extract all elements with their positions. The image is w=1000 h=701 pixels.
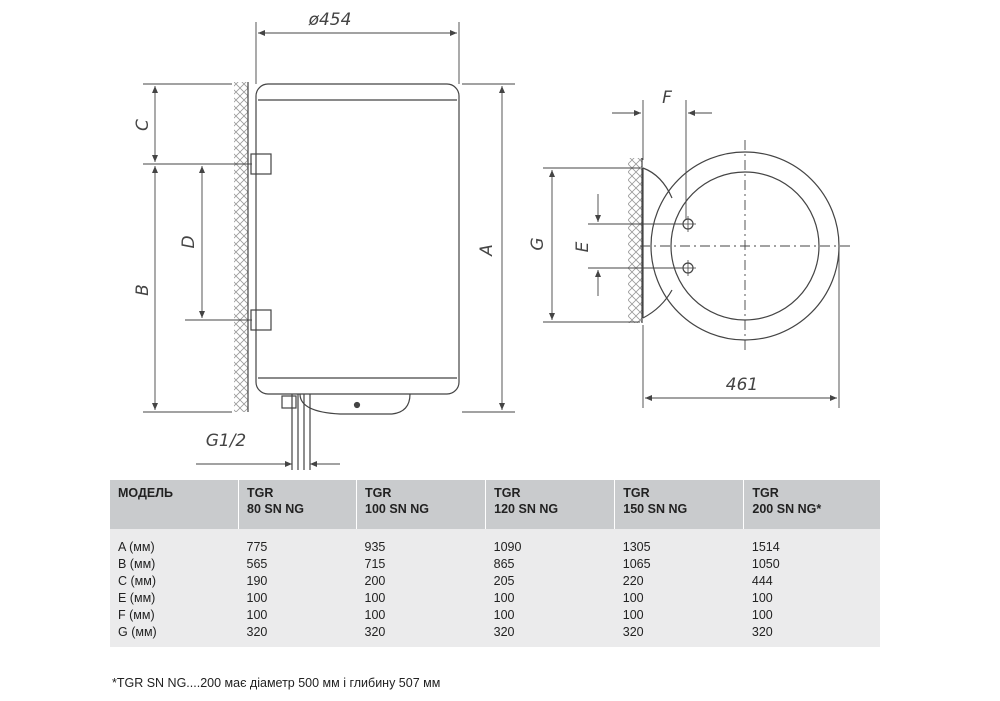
tank-body xyxy=(255,83,460,395)
model-2-line2: 100 SN NG xyxy=(365,502,429,516)
label-g: G xyxy=(528,237,548,250)
label-b: B xyxy=(133,284,153,296)
label-diameter: ø454 xyxy=(308,10,352,30)
table-row: C (мм) 190 200 205 220 444 xyxy=(110,573,880,590)
model-4-line1: TGR xyxy=(623,486,650,500)
table-cell: 320 xyxy=(622,625,644,639)
label-461: 461 xyxy=(726,375,758,395)
table-cell: 444 xyxy=(751,574,773,588)
spec-table-body: A (мм) 775 935 1090 1305 1514 B (мм) 565… xyxy=(110,529,880,647)
table-row: F (мм) 100 100 100 100 100 xyxy=(110,607,880,624)
row-label: B (мм) xyxy=(118,557,156,571)
table-cell: 1065 xyxy=(622,557,651,571)
table-cell: 100 xyxy=(364,608,386,622)
table-row: B (мм) 565 715 865 1065 1050 xyxy=(110,556,880,573)
header-model-2: TGR 100 SN NG xyxy=(356,480,487,529)
model-2-line1: TGR xyxy=(365,486,392,500)
table-cell: 100 xyxy=(493,608,515,622)
spec-table-header: МОДЕЛЬ TGR 80 SN NG TGR 100 SN NG TGR 120 S… xyxy=(110,480,880,529)
center-lines xyxy=(640,140,850,352)
header-model-3: TGR 120 SN NG xyxy=(485,480,616,529)
row-label: A (мм) xyxy=(118,540,155,554)
table-cell: 100 xyxy=(751,591,773,605)
model-3-line2: 120 SN NG xyxy=(494,502,559,516)
table-cell: 935 xyxy=(364,540,386,554)
top-wall-hatch xyxy=(628,158,642,323)
header-model-4: TGR 150 SN NG xyxy=(614,480,745,529)
model-4-line2: 150 SN NG xyxy=(623,502,688,516)
top-view xyxy=(628,140,850,352)
table-row: G (мм) 320 320 320 320 320 xyxy=(110,624,880,647)
bottom-cap-screw xyxy=(353,401,361,409)
table-row: E (мм) 100 100 100 100 100 xyxy=(110,590,880,607)
row-label: G (мм) xyxy=(118,625,157,639)
model-3-line1: TGR xyxy=(494,486,521,500)
label-d: D xyxy=(179,235,199,248)
pipe-fitting xyxy=(281,395,297,409)
table-cell: 205 xyxy=(493,574,515,588)
table-cell: 565 xyxy=(246,557,268,571)
top-dimensions xyxy=(543,100,840,408)
table-cell: 100 xyxy=(622,591,644,605)
table-cell: 100 xyxy=(493,591,515,605)
model-1-line2: 80 SN NG xyxy=(247,502,304,516)
row-label: E (мм) xyxy=(118,591,156,605)
table-cell: 100 xyxy=(246,591,268,605)
table-row: A (мм) 775 935 1090 1305 1514 xyxy=(110,529,880,556)
wall-mount xyxy=(642,167,673,319)
label-c: C xyxy=(133,119,153,131)
side-dimensions xyxy=(143,22,515,467)
table-cell: 320 xyxy=(493,625,515,639)
table-cell: 865 xyxy=(493,557,515,571)
label-a: A xyxy=(477,244,497,257)
lower-bracket xyxy=(250,309,272,331)
label-e: E xyxy=(573,241,593,252)
header-model-1: TGR 80 SN NG xyxy=(238,480,358,529)
table-cell: 100 xyxy=(246,608,268,622)
upper-bracket xyxy=(250,153,272,175)
table-cell: 1050 xyxy=(751,557,780,571)
footnote: *TGR SN NG....200 має діаметр 500 мм і г… xyxy=(112,676,441,690)
wall-hatch xyxy=(234,82,248,412)
table-cell: 715 xyxy=(364,557,386,571)
side-view xyxy=(234,82,460,470)
table-cell: 320 xyxy=(246,625,268,639)
table-cell: 200 xyxy=(364,574,386,588)
table-cell: 220 xyxy=(622,574,644,588)
row-label: F (мм) xyxy=(118,608,155,622)
table-cell: 100 xyxy=(622,608,644,622)
table-cell: 1090 xyxy=(493,540,522,554)
table-cell: 1514 xyxy=(751,540,780,554)
table-cell: 775 xyxy=(246,540,268,554)
table-cell: 100 xyxy=(364,591,386,605)
table-cell: 1305 xyxy=(622,540,651,554)
header-row: МОДЕЛЬ TGR 80 SN NG TGR 100 SN NG TGR 120 S… xyxy=(110,480,880,529)
table-cell: 320 xyxy=(751,625,773,639)
model-5-line2: 200 SN NG* xyxy=(752,502,822,516)
label-f: F xyxy=(662,88,672,108)
row-label: C (мм) xyxy=(118,574,157,588)
table-cell: 100 xyxy=(751,608,773,622)
table-cell: 190 xyxy=(246,574,268,588)
model-5-line1: TGR xyxy=(752,486,779,500)
table-cell: 320 xyxy=(364,625,386,639)
header-model-label: МОДЕЛЬ xyxy=(110,480,239,529)
label-thread: G1/2 xyxy=(206,431,247,451)
model-1-line1: TGR xyxy=(247,486,274,500)
technical-drawing: ø454 A C B D G1/2 xyxy=(133,10,850,470)
spec-table: МОДЕЛЬ TGR 80 SN NG TGR 100 SN NG TGR 120 S… xyxy=(110,480,880,647)
header-model-5: TGR 200 SN NG* xyxy=(744,480,880,529)
